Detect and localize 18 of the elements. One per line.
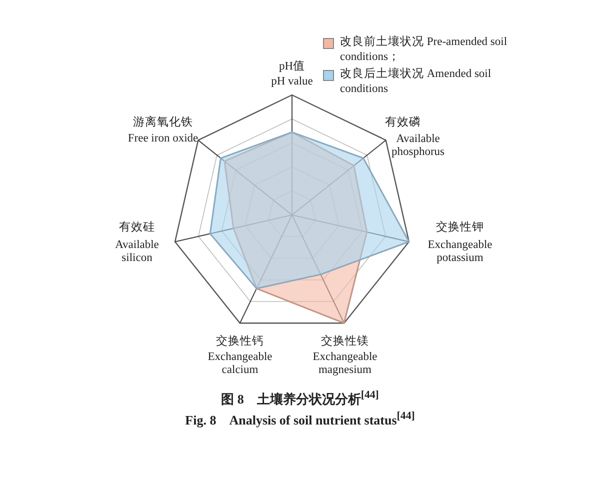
figure-caption: 图 8 土壤养分状况分析$^{[44]}$ [221,389,379,408]
axis-label: 有效磷 [384,116,422,130]
figure-caption: Fig. 8 Analysis of soil nutrient status$^{[44]}$ [185,410,415,430]
axis-label: 有效硅 [118,221,156,235]
axis-label: Exchangeable calcium [206,350,274,378]
axis-label: Available phosphorus [390,132,446,160]
legend-label: 改良前土壤状况 Pre-amended soil conditions； [340,35,508,65]
axis-label: 游离氧化铁 [132,116,194,130]
axis-label: pH value [270,75,314,89]
axis-label: Available silicon [114,238,160,266]
axis-label: Exchangeable potassium [426,238,494,266]
axis-label: 交换性钙 [215,335,265,349]
axis-label: pH值 [278,60,306,74]
axis-label: 交换性镁 [320,335,370,349]
legend-label: 改良后土壤状况 Amended soil conditions [340,67,492,97]
axis-label: Exchangeable magnesium [312,350,378,378]
axis-label: Free iron oxide [126,132,200,146]
axis-label: 交换性钾 [435,221,485,235]
